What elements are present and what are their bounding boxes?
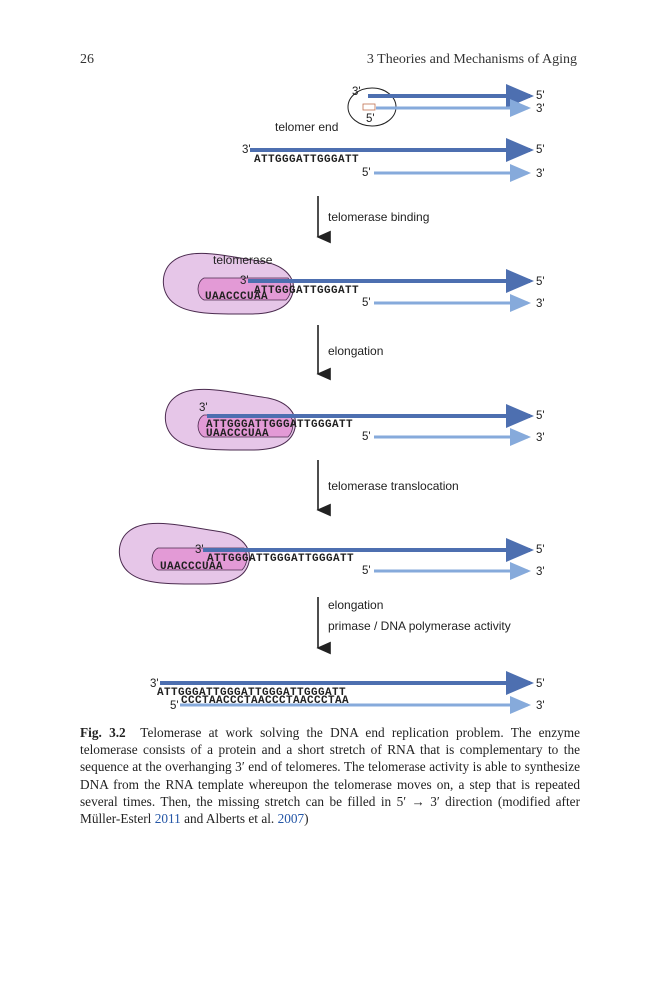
step-label: telomerase translocation (328, 479, 459, 493)
dna-sequence: ATTGGGATTGGGATTGGGATT (206, 419, 353, 431)
step-telomerase-binding: telomerase binding (316, 196, 429, 244)
loop-cap (362, 103, 376, 111)
step-label: telomerase binding (328, 210, 429, 224)
rna-template: UAACCCUAA (205, 291, 268, 303)
stage-telomer-end: 3' 5' 5' 3' telomer end (275, 84, 545, 134)
dna-sequence: ATTGGGATTGGGATTGGGATTGGGATT (157, 687, 346, 699)
end-label-3prime: 3' (536, 298, 545, 310)
end-label-5prime: 5' (362, 431, 371, 443)
end-label-5prime: 5' (170, 700, 179, 712)
telomerase-rna-pocket (151, 547, 248, 571)
stage-3: 3' ATTGGGATTGGGATTGGGATT UAACCCUAA 5' 5'… (164, 388, 545, 451)
caption-text: and Alberts et al. (180, 811, 278, 827)
citation-link[interactable]: 2007 (277, 811, 305, 827)
dna-sequence: ATTGGGATTGGGATT (254, 154, 359, 166)
step-elongation-primase: elongation primase / DNA polymerase acti… (316, 597, 511, 655)
end-label-3prime: 3' (242, 144, 251, 156)
end-label-5prime: 5' (536, 90, 545, 102)
end-label-3prime: 3' (536, 566, 545, 578)
telomer-end-label: telomer end (275, 120, 338, 134)
dna-sequence: ATTGGGATTGGGATT (254, 285, 359, 297)
step-telomerase-translocation: telomerase translocation (316, 460, 459, 517)
end-label-3prime: 3' (240, 275, 249, 287)
end-label-3prime: 3' (150, 678, 159, 690)
dna-sequence: ATTGGGATTGGGATTGGGATT (207, 553, 354, 565)
end-label-5prime: 5' (366, 113, 375, 125)
stage-1: 3' ATTGGGATTGGGATT 5' 5' 3' (242, 138, 545, 182)
step-label: elongation (328, 598, 383, 612)
end-label-3prime: 3' (199, 402, 208, 414)
end-label-5prime: 5' (536, 144, 545, 156)
stage-2: telomerase 3' ATTGGGATTGGGATT UAACCCUAA … (162, 252, 545, 315)
end-label-5prime: 5' (362, 167, 371, 179)
figure-caption: Fig. 3.2 Telomerase at work solving the … (80, 724, 580, 827)
rna-template: UAACCCUAA (160, 561, 223, 573)
end-label-5prime: 5' (536, 410, 545, 422)
rna-template: UAACCCUAA (206, 428, 269, 440)
stage-5: 3' ATTGGGATTGGGATTGGGATTGGGATT CCCTAACCC… (150, 671, 545, 714)
step-label: primase / DNA polymerase activity (328, 619, 511, 633)
end-label-3prime: 3' (536, 103, 545, 115)
step-label: elongation (328, 344, 383, 358)
dna-complement: CCCTAACCCTAACCCTAACCCTAA (181, 695, 349, 707)
page-number: 26 (80, 52, 94, 67)
end-label-3prime: 3' (352, 86, 361, 98)
end-label-3prime: 3' (195, 544, 204, 556)
running-head: 3 Theories and Mechanisms of Aging (366, 52, 577, 67)
step-elongation: elongation (316, 325, 383, 381)
end-label-5prime: 5' (536, 544, 545, 556)
end-label-3prime: 3' (536, 700, 545, 712)
telomerase-rna-pocket (197, 414, 294, 438)
end-label-5prime: 5' (536, 678, 545, 690)
end-label-5prime: 5' (362, 297, 371, 309)
end-label-3prime: 3' (536, 432, 545, 444)
end-label-3prime: 3' (536, 168, 545, 180)
end-label-5prime: 5' (536, 276, 545, 288)
citation-link[interactable]: 2011 (154, 811, 181, 827)
end-label-5prime: 5' (362, 565, 371, 577)
telomerase-label: telomerase (213, 253, 273, 267)
caption-text: Telomerase at work solving the DNA end r… (80, 725, 580, 827)
stage-4: 3' ATTGGGATTGGGATTGGGATT UAACCCUAA 5' 5'… (118, 522, 545, 585)
caption-text: ) (304, 811, 309, 827)
telomerase-figure: 3' 5' 5' 3' telomer end 3' ATTGGGATTGGGA… (118, 84, 545, 714)
caption-label: Fig. 3.2 (80, 725, 126, 740)
